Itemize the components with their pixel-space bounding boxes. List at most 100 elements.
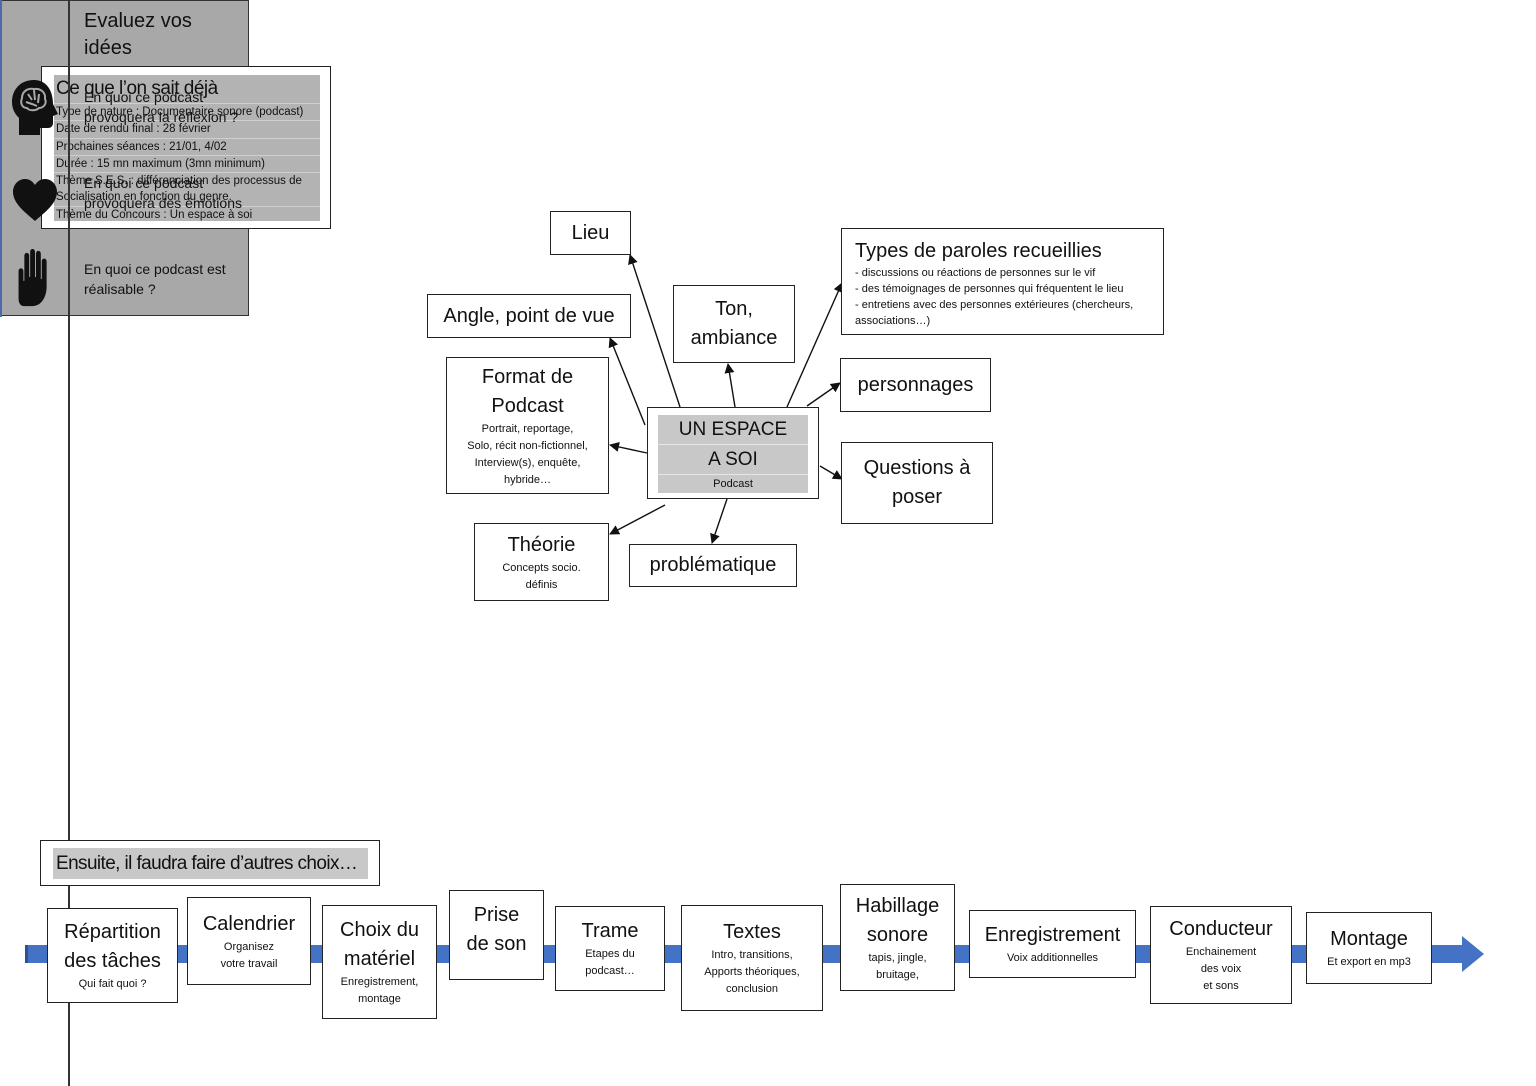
node-types-detail: - entretiens avec des personnes extérieu… xyxy=(855,299,1134,327)
step-detail: Enchainement xyxy=(1185,946,1257,958)
node-questions-line1: Questions à xyxy=(863,457,971,479)
node-angle-label: Angle, point de vue xyxy=(443,304,615,327)
node-lieu: Lieu xyxy=(550,211,631,255)
timeline-step-materiel: Choix du matériel Enregistrement, montag… xyxy=(322,905,437,1019)
step-title: Trame xyxy=(581,920,639,942)
evaluate-question-emotions: En quoi ce podcast provoquera des émotio… xyxy=(84,175,242,211)
center-sub: Podcast xyxy=(713,478,753,490)
center-line2: A SOI xyxy=(658,445,808,475)
evaluate-divider xyxy=(68,0,70,1086)
node-ton-line1: Ton, xyxy=(715,298,753,320)
known-row: Durée : 15 mn maximum (3mn minimum) xyxy=(54,154,320,172)
timeline-step-textes: Textes Intro, transitions, Apports théor… xyxy=(681,905,823,1011)
step-detail: Et export en mp3 xyxy=(1327,956,1411,968)
evaluate-question-reflection: En quoi ce podcast provoquera la réflexi… xyxy=(84,89,239,125)
step-title: Textes xyxy=(723,921,781,943)
step-title: Calendrier xyxy=(202,912,296,935)
node-theorie-detail: Concepts socio. xyxy=(502,561,581,574)
heart-icon xyxy=(13,179,57,221)
step-title: Montage xyxy=(1330,928,1408,950)
timeline-step-prise-de-son: Prise de son xyxy=(449,890,544,980)
hand-icon xyxy=(18,248,47,307)
node-ton-line2: ambiance xyxy=(690,327,778,349)
step-detail: podcast… xyxy=(585,965,635,977)
brain-head-icon xyxy=(12,80,58,135)
step-detail: Intro, transitions, xyxy=(711,949,793,961)
step-title: Enregistrement xyxy=(984,924,1121,946)
node-personnages-label: personnages xyxy=(857,373,974,396)
center-node: UN ESPACE A SOI Podcast xyxy=(647,407,819,499)
timeline-step-montage: Montage Et export en mp3 xyxy=(1306,912,1432,984)
step-detail: bruitage, xyxy=(876,968,919,981)
center-line1: UN ESPACE xyxy=(658,415,808,445)
node-format-detail: Portrait, reportage, xyxy=(481,422,574,435)
node-format-detail: Interview(s), enquête, xyxy=(474,456,581,469)
node-theorie-detail: définis xyxy=(525,578,558,591)
evaluate-question-feasible: En quoi ce podcast est réalisable ? xyxy=(84,261,226,297)
step-detail: et sons xyxy=(1203,980,1239,992)
step-title: sonore xyxy=(866,923,929,946)
node-questions: Questions à poser xyxy=(841,442,993,524)
step-title: Choix du xyxy=(340,919,419,941)
node-angle: Angle, point de vue xyxy=(427,294,631,338)
timeline-step-calendrier: Calendrier Organisez votre travail xyxy=(187,897,311,985)
node-lieu-label: Lieu xyxy=(571,221,610,244)
step-detail: Enregistrement, xyxy=(340,976,419,988)
next-choices-box: Ensuite, il faudra faire d’autres choix… xyxy=(40,840,380,886)
known-row: Thème du Concours : Un espace à soi xyxy=(54,205,320,223)
node-types-title: Types de paroles recueillies xyxy=(855,240,1102,262)
node-format-detail: Solo, récit non-fictionnel, xyxy=(467,439,588,452)
step-detail: Apports théoriques, xyxy=(704,966,800,978)
step-title: Répartition xyxy=(64,921,161,943)
step-detail: Organisez xyxy=(223,940,275,953)
node-format-detail: hybride… xyxy=(503,473,552,486)
step-title: Conducteur xyxy=(1169,918,1273,940)
node-personnages: personnages xyxy=(840,358,991,412)
known-row: Prochaines séances : 21/01, 4/02 xyxy=(54,137,320,155)
arrow-to-format xyxy=(609,442,648,454)
step-detail: des voix xyxy=(1200,963,1242,975)
arrow-to-types xyxy=(786,282,843,408)
arrow-to-theorie xyxy=(609,504,666,535)
known-row: Type de nature : Documentaire sonore (po… xyxy=(54,103,320,120)
step-title: Prise xyxy=(473,904,520,926)
center-node-panel: UN ESPACE A SOI Podcast xyxy=(658,415,808,493)
timeline-step-enregistrement: Enregistrement Voix additionnelles xyxy=(969,910,1136,978)
node-types-detail: - des témoignages de personnes qui fréqu… xyxy=(855,283,1124,295)
step-detail: Etapes du xyxy=(585,948,635,960)
arrow-to-personnages xyxy=(806,382,841,407)
arrow-to-lieu xyxy=(628,254,681,408)
arrow-to-problematique xyxy=(710,498,728,544)
known-title: Ce que l’on sait déjà xyxy=(56,78,218,99)
known-info-box: Ce que l’on sait déjà Type de nature : D… xyxy=(41,66,331,229)
node-format: Format de Podcast Portrait, reportage, S… xyxy=(446,357,609,494)
step-title: de son xyxy=(466,933,527,955)
evaluate-title: Evaluez vos idées xyxy=(84,10,192,59)
node-questions-line2: poser xyxy=(891,486,943,508)
step-detail: conclusion xyxy=(726,983,778,995)
node-problematique-label: problématique xyxy=(649,554,777,576)
node-theorie-title: Théorie xyxy=(507,533,576,556)
step-detail: tapis, jingle, xyxy=(868,951,927,964)
step-detail: Voix additionnelles xyxy=(1006,952,1099,964)
arrow-to-angle xyxy=(608,337,646,426)
next-choices-label: Ensuite, il faudra faire d’autres choix… xyxy=(53,848,368,879)
step-title: des tâches xyxy=(64,950,161,972)
node-problematique: problématique xyxy=(629,544,797,587)
step-title: matériel xyxy=(343,948,416,970)
arrow-to-ton xyxy=(724,363,736,408)
step-detail: Qui fait quoi ? xyxy=(78,978,147,990)
arrow-to-questions xyxy=(819,465,843,480)
step-detail: montage xyxy=(358,993,401,1005)
timeline-step-trame: Trame Etapes du podcast… xyxy=(555,906,665,991)
timeline-step-conducteur: Conducteur Enchainement des voix et sons xyxy=(1150,906,1292,1004)
known-row: Date de rendu final : 28 février xyxy=(54,120,320,137)
timeline-arrowhead-icon xyxy=(1462,936,1484,972)
node-ton: Ton, ambiance xyxy=(673,285,795,363)
step-detail: votre travail xyxy=(220,957,278,970)
known-row: Thème S.E.S. : différenciation des proce… xyxy=(54,172,320,206)
node-theorie: Théorie Concepts socio. définis xyxy=(474,523,609,601)
node-types-detail: - discussions ou réactions de personnes … xyxy=(855,267,1096,279)
timeline-step-habillage: Habillage sonore tapis, jingle, bruitage… xyxy=(840,884,955,991)
